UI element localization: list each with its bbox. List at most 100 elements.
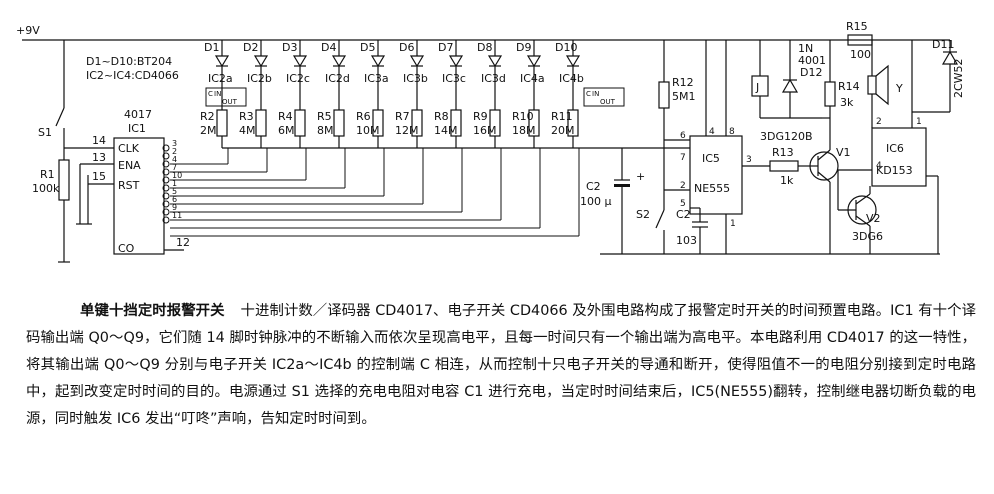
q-pin-7: 6 [172, 195, 177, 204]
resistor-ref: R3 [239, 110, 254, 123]
switch-label: IC3b [403, 72, 428, 85]
ic6-box [871, 127, 927, 187]
r1-ref: R1 [40, 168, 55, 181]
switch-label: IC4b [559, 72, 584, 85]
r1-value: 100k [32, 182, 60, 195]
spec-line2: IC2~IC4:CD4066 [86, 69, 179, 82]
ic5-pin5: 5 [680, 199, 686, 209]
pin-bubble [162, 192, 170, 200]
switch-label: IC2d [325, 72, 350, 85]
ic5-ref: IC5 [702, 152, 720, 165]
diode-symbol [253, 55, 269, 68]
ic5-pin6: 6 [680, 131, 686, 141]
switch-c: C [586, 90, 591, 98]
q-pin-8: 9 [172, 203, 177, 212]
ic5-pin7: 7 [680, 153, 686, 163]
speaker-label: Y [895, 82, 903, 95]
stage-resistor [216, 109, 228, 137]
c2-plate-bottom [614, 184, 630, 187]
s1-switch [55, 107, 65, 127]
ic6-pin1: 1 [916, 117, 922, 127]
ic1-clk: CLK [118, 142, 140, 155]
switch-in: IN [214, 90, 221, 98]
r14-ref: R14 [838, 80, 860, 93]
c2-value: 100 μ [580, 195, 612, 208]
ic1-ref: IC1 [128, 122, 146, 135]
c2-ref: C2 [586, 180, 601, 193]
d11-part: 2CW52 [952, 58, 965, 98]
resistor-ref: R4 [278, 110, 293, 123]
pin-bubble [162, 160, 170, 168]
diode-label: D8 [477, 41, 492, 54]
resistor-ref: R8 [434, 110, 449, 123]
pin-bubble [162, 208, 170, 216]
r15-value: 100 [850, 48, 871, 61]
ic5-pin8: 8 [729, 127, 735, 137]
v2-ref: V2 [866, 212, 881, 225]
c103-value: 103 [676, 234, 697, 247]
stage-resistor [255, 109, 267, 137]
d12-diode [781, 78, 799, 93]
q-pin-9: 11 [172, 211, 182, 220]
resistor-value: 6M [278, 124, 295, 137]
diode-label: D6 [399, 41, 414, 54]
r14-resistor [824, 81, 836, 107]
diode-symbol [487, 55, 503, 68]
r12-ref: R12 [672, 76, 694, 89]
diode-label: D3 [282, 41, 297, 54]
relay-coil [751, 75, 769, 97]
switch-label: IC4a [520, 72, 545, 85]
pin-bubble [162, 152, 170, 160]
resistor-value: 14M [434, 124, 458, 137]
r13-resistor [769, 160, 799, 172]
resistor-value: 4M [239, 124, 256, 137]
ic1-pin13: 13 [92, 151, 106, 164]
c103-ref: C2 [676, 208, 691, 221]
d11-ref: D11 [932, 38, 954, 51]
ic6-ref: IC6 [886, 142, 904, 155]
ic5-pin1: 1 [730, 219, 736, 229]
ic5-pin4: 4 [709, 127, 715, 137]
circuit-schematic: +9V D1~D10:BT204 IC2~IC4:CD4066 S1 R1 10… [16, 20, 965, 263]
ic5-box [689, 135, 743, 215]
diode-label: D10 [555, 41, 577, 54]
diode-label: D7 [438, 41, 453, 54]
ic1-ena: ENA [118, 159, 141, 172]
switch-box [583, 87, 625, 107]
speaker-cone [875, 64, 889, 106]
v1-ref: V1 [836, 146, 851, 159]
diode-label: D4 [321, 41, 336, 54]
r1-resistor [58, 159, 70, 201]
switch-label: IC3c [442, 72, 466, 85]
switch-c: C [208, 90, 213, 98]
stage-resistor [294, 109, 306, 137]
s2-switch [655, 209, 665, 229]
diode-label: D2 [243, 41, 258, 54]
diode-label: D5 [360, 41, 375, 54]
resistor-value: 12M [395, 124, 419, 137]
resistor-ref: R6 [356, 110, 371, 123]
s1-label: S1 [38, 126, 52, 139]
timing-stages: D1IC2aR22MD2IC2bR34MD3IC2cR46MD4IC2dR58M… [170, 40, 625, 237]
resistor-value: 20M [551, 124, 575, 137]
switch-out: OUT [600, 98, 616, 106]
relay-label: J [755, 81, 759, 94]
v2-collector [855, 193, 871, 205]
resistor-value: 8M [317, 124, 334, 137]
ic1-part: 4017 [124, 108, 152, 121]
diode-symbol [214, 55, 230, 68]
switch-out: OUT [222, 98, 238, 106]
v1-part: 3DG120B [760, 130, 813, 143]
pin-bubble [162, 216, 170, 224]
ic6-pin2: 2 [876, 117, 882, 127]
resistor-ref: R2 [200, 110, 215, 123]
r12-value: 5M1 [672, 90, 696, 103]
switch-label: IC2a [208, 72, 233, 85]
supply-label: +9V [16, 24, 40, 37]
resistor-ref: R5 [317, 110, 332, 123]
ic1-pin14: 14 [92, 134, 106, 147]
resistor-ref: R9 [473, 110, 488, 123]
ic1-rst: RST [118, 179, 140, 192]
ic6-pin4: 4 [876, 161, 882, 171]
diode-symbol [565, 55, 581, 68]
